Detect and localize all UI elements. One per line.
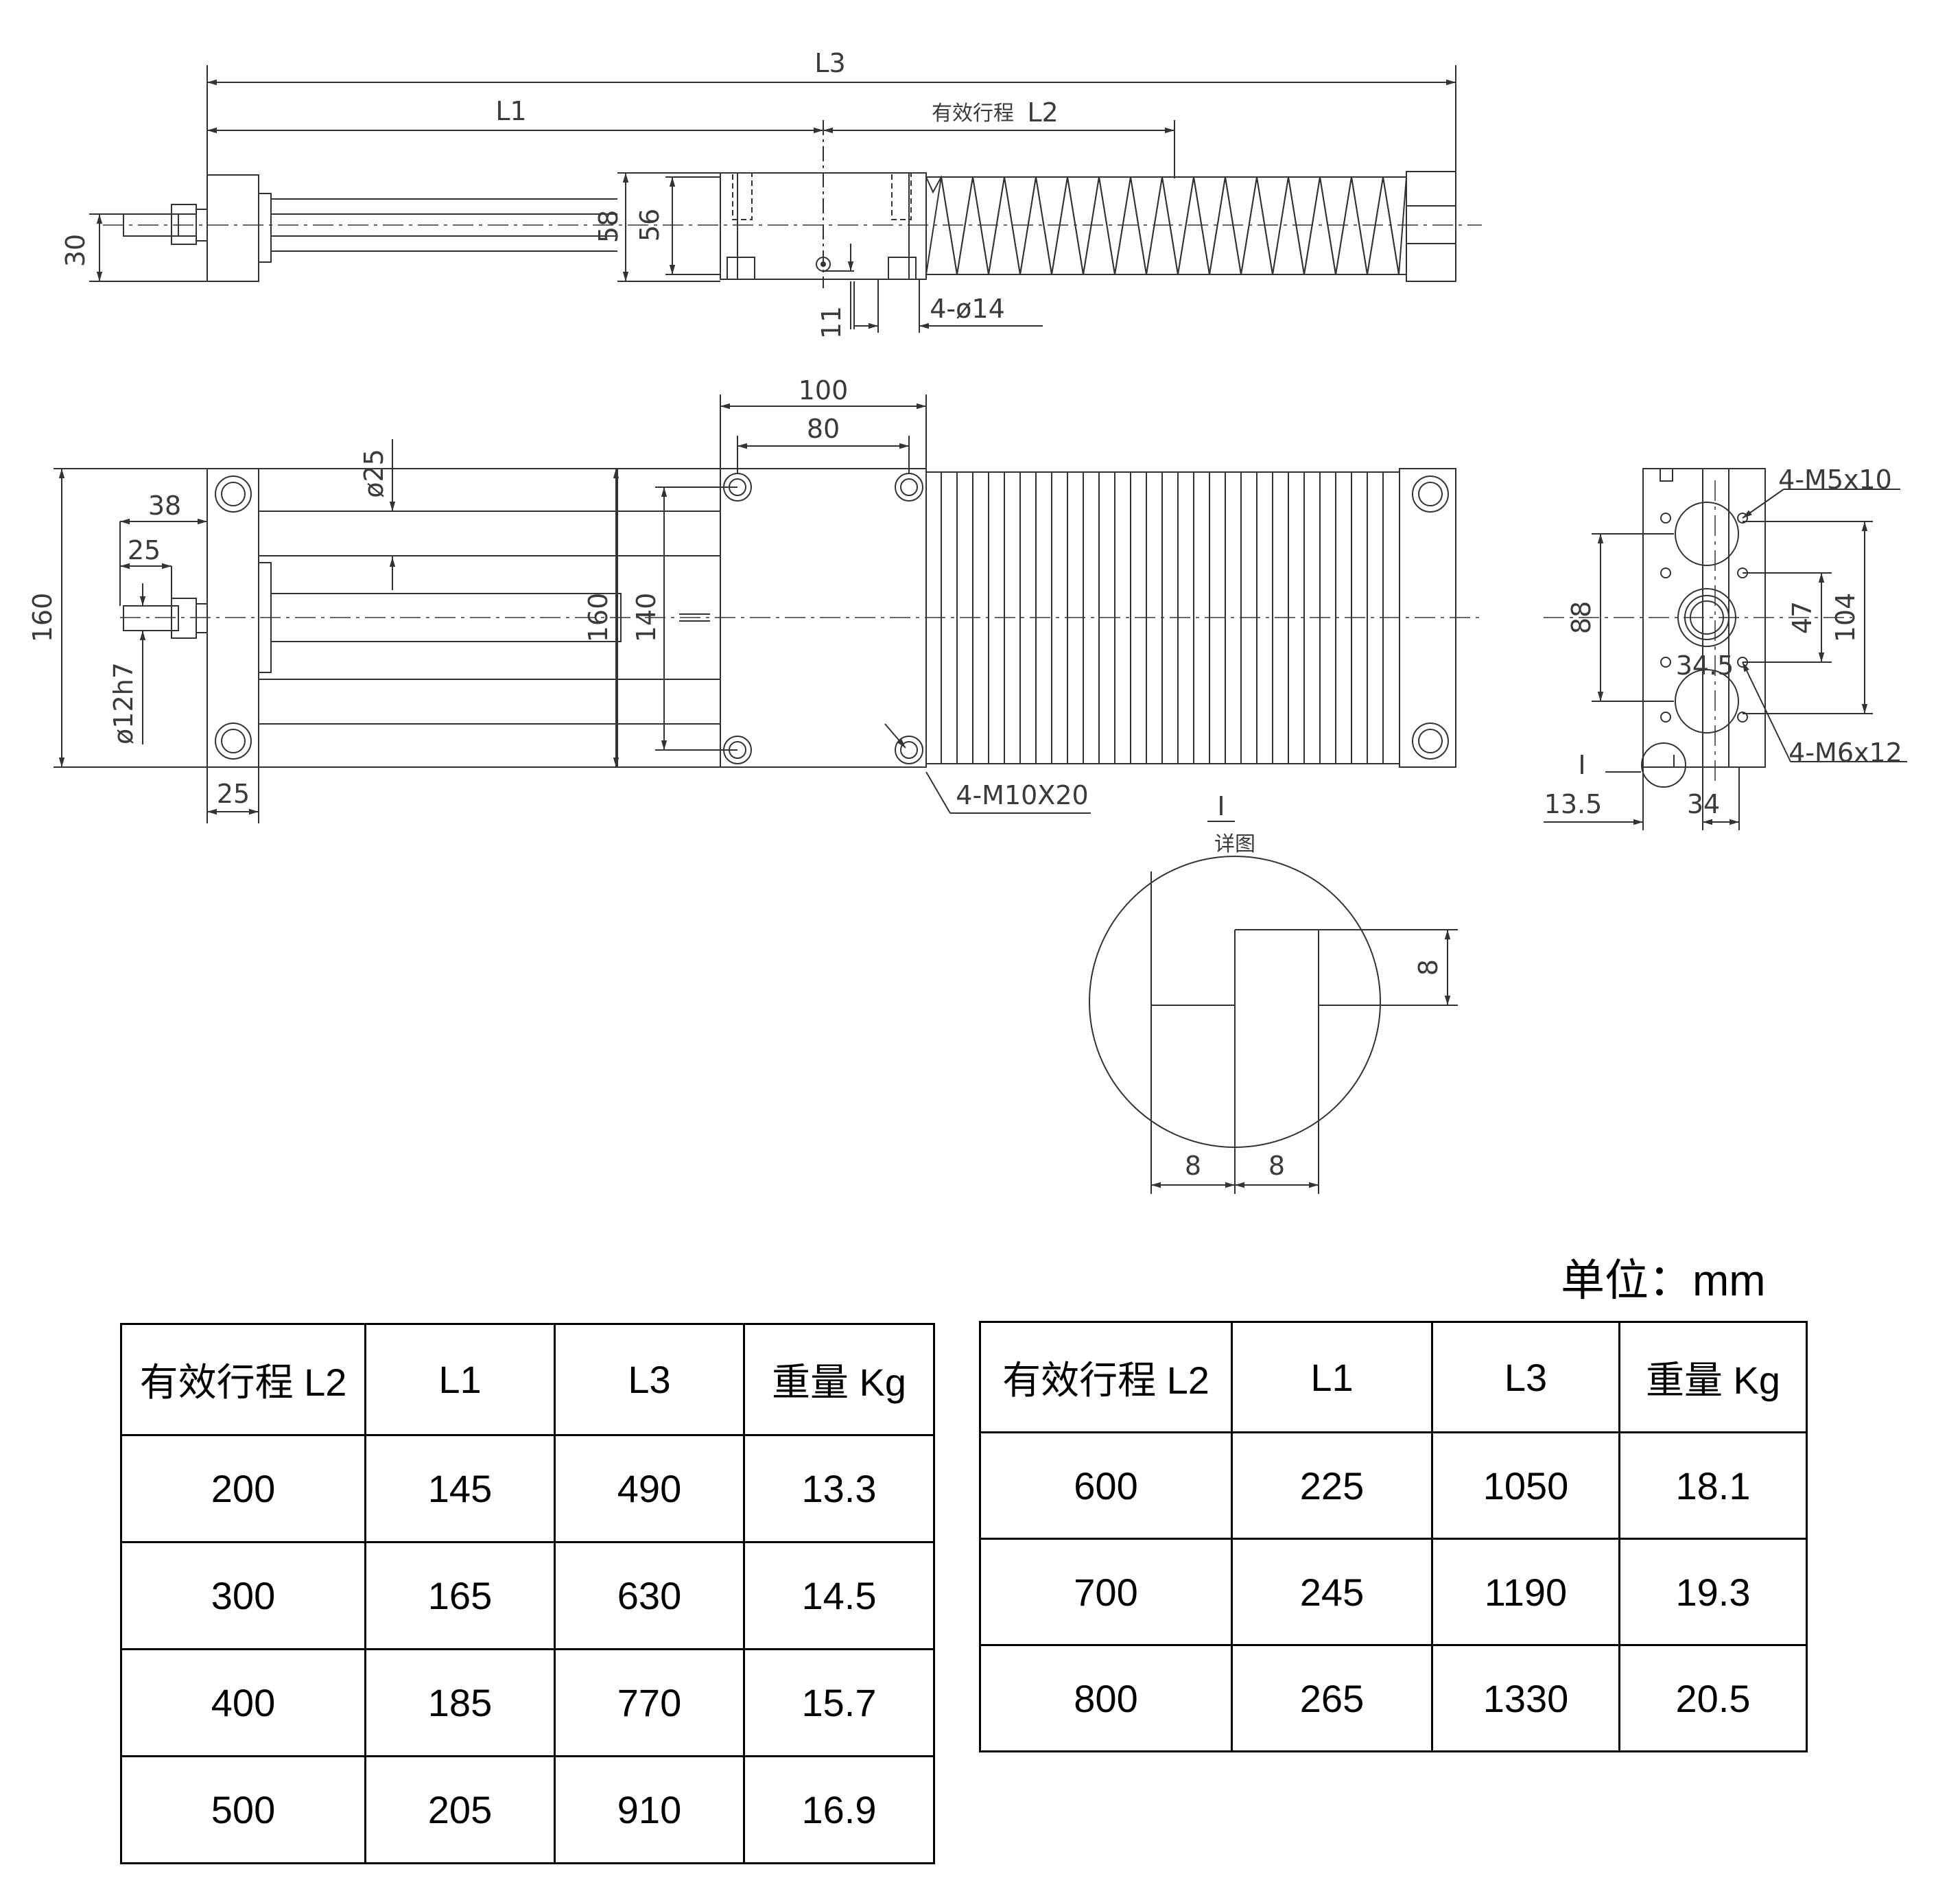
cell-stroke: 800 xyxy=(979,1644,1233,1752)
dim-88: 88 xyxy=(1566,601,1596,634)
dim-104: 104 xyxy=(1830,593,1861,643)
cell-l3: 1190 xyxy=(1431,1538,1620,1646)
header-l3: L3 xyxy=(554,1323,745,1436)
detail-mark-side: I xyxy=(1578,750,1585,780)
front-view xyxy=(54,395,1482,823)
detail-caption: 详图 xyxy=(1214,832,1255,856)
cell-weight: 14.5 xyxy=(743,1541,935,1650)
dim-8-b: 8 xyxy=(1268,1151,1285,1181)
front-view-labels: 100 80 ø25 38 25 160 160 140 ø12h7 25 4-… xyxy=(27,375,1089,810)
dim-100: 100 xyxy=(799,375,849,406)
cell-l1: 265 xyxy=(1231,1644,1433,1752)
detail-view-labels: I 详图 8 8 8 xyxy=(1185,791,1443,1181)
cell-stroke: 200 xyxy=(120,1434,366,1543)
cell-weight: 19.3 xyxy=(1618,1538,1808,1646)
dim-47: 47 xyxy=(1787,601,1817,634)
dim-11: 11 xyxy=(816,306,847,339)
cell-stroke: 400 xyxy=(120,1648,366,1757)
dim-4-holes-14: 4-ø14 xyxy=(930,294,1005,324)
dim-140: 140 xyxy=(631,593,661,643)
dim-25-top: 25 xyxy=(128,535,161,565)
cell-weight: 15.7 xyxy=(743,1648,935,1757)
cell-l1: 145 xyxy=(364,1434,556,1543)
dim-34: 34 xyxy=(1687,789,1720,819)
cell-l1: 165 xyxy=(364,1541,556,1650)
cell-l3: 1330 xyxy=(1431,1644,1620,1752)
dim-80: 80 xyxy=(807,414,840,444)
header-stroke: 有效行程 L2 xyxy=(979,1321,1233,1433)
dim-stroke-label: 有效行程 xyxy=(932,102,1014,126)
cell-stroke: 600 xyxy=(979,1431,1233,1540)
header-stroke: 有效行程 L2 xyxy=(120,1323,366,1436)
cell-l3: 630 xyxy=(554,1541,745,1650)
dim-4-m5x10: 4-M5x10 xyxy=(1778,465,1892,495)
dim-13-5: 13.5 xyxy=(1544,789,1603,819)
header-weight: 重量 Kg xyxy=(743,1323,935,1436)
dim-L1: L1 xyxy=(495,96,526,126)
dim-4-m10x20: 4-M10X20 xyxy=(956,780,1088,810)
cell-stroke: 700 xyxy=(979,1538,1233,1646)
spec-table-right: 有效行程 L2 L1 L3 重量 Kg 600 225 1050 18.1 70… xyxy=(979,1321,1808,1752)
table-row: 600 225 1050 18.1 xyxy=(979,1431,1808,1540)
table-row: 700 245 1190 19.3 xyxy=(979,1538,1808,1646)
cell-l1: 245 xyxy=(1231,1538,1433,1646)
table-row: 400 185 770 15.7 xyxy=(120,1648,935,1757)
cell-l3: 1050 xyxy=(1431,1431,1620,1540)
detail-view xyxy=(1089,821,1458,1194)
cell-stroke: 500 xyxy=(120,1755,366,1864)
dim-shaft-dia: ø12h7 xyxy=(108,662,139,744)
cell-l3: 910 xyxy=(554,1755,745,1864)
dim-8-a: 8 xyxy=(1185,1151,1201,1181)
header-l1: L1 xyxy=(364,1323,556,1436)
dim-30: 30 xyxy=(60,234,91,267)
dim-8-right: 8 xyxy=(1413,959,1443,976)
cell-l1: 185 xyxy=(364,1648,556,1757)
table-header-row: 有效行程 L2 L1 L3 重量 Kg xyxy=(979,1321,1808,1433)
header-l3: L3 xyxy=(1431,1321,1620,1433)
side-view xyxy=(1544,468,1907,830)
dim-58: 58 xyxy=(593,210,624,243)
cell-l3: 490 xyxy=(554,1434,745,1543)
cell-l1: 205 xyxy=(364,1755,556,1864)
dim-160-left: 160 xyxy=(27,593,58,643)
dim-4-m6x12: 4-M6x12 xyxy=(1788,738,1902,768)
cell-l3: 770 xyxy=(554,1648,745,1757)
technical-drawing: L3 L1 有效行程 L2 30 58 56 11 4-ø14 xyxy=(27,48,1907,1194)
detail-mark: I xyxy=(1217,791,1225,821)
table-row: 300 165 630 14.5 xyxy=(120,1541,935,1650)
dim-25-bottom: 25 xyxy=(217,779,250,809)
dim-56: 56 xyxy=(635,209,665,242)
top-view-labels: L3 L1 有效行程 L2 30 58 56 11 4-ø14 xyxy=(60,48,1059,339)
header-l1: L1 xyxy=(1231,1321,1433,1433)
dim-L3: L3 xyxy=(814,48,845,78)
cell-weight: 16.9 xyxy=(743,1755,935,1864)
cell-weight: 20.5 xyxy=(1618,1644,1808,1752)
table-row: 500 205 910 16.9 xyxy=(120,1755,935,1864)
table-header-row: 有效行程 L2 L1 L3 重量 Kg xyxy=(120,1323,935,1436)
cell-l1: 225 xyxy=(1231,1431,1433,1540)
cell-weight: 13.3 xyxy=(743,1434,935,1543)
cell-weight: 18.1 xyxy=(1618,1431,1808,1540)
spec-table-left: 有效行程 L2 L1 L3 重量 Kg 200 145 490 13.3 300… xyxy=(120,1323,935,1864)
table-row: 800 265 1330 20.5 xyxy=(979,1644,1808,1752)
dim-L2: L2 xyxy=(1027,97,1058,128)
dim-38: 38 xyxy=(148,491,181,521)
side-view-labels: 4-M5x10 4-M6x12 88 47 104 34.5 13.5 34 I xyxy=(1544,465,1902,819)
unit-label: 单位：mm xyxy=(1561,1256,1766,1305)
dim-160: 160 xyxy=(583,593,613,643)
top-view xyxy=(89,65,1482,333)
cell-stroke: 300 xyxy=(120,1541,366,1650)
table-row: 200 145 490 13.3 xyxy=(120,1434,935,1543)
dim-dia-25: ø25 xyxy=(359,449,389,498)
dim-34-5: 34.5 xyxy=(1676,650,1734,681)
header-weight: 重量 Kg xyxy=(1618,1321,1808,1433)
